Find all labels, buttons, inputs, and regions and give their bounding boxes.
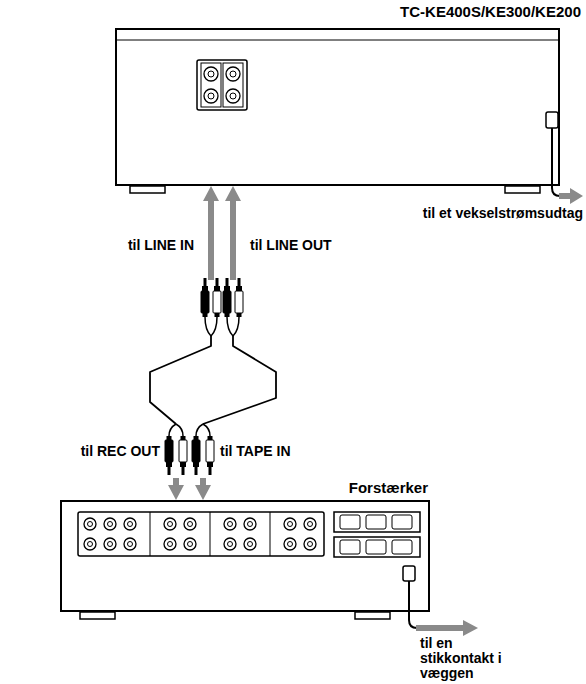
deck-rear-panel [117,40,560,196]
arrow-head [570,188,583,204]
lower-plugs [165,424,214,475]
arrow-head [168,485,184,500]
rca-plug [213,278,221,317]
jack-row [84,518,316,550]
jack-panel [78,512,324,556]
connection-label: til REC OUT [81,444,160,459]
audio-cable [203,336,276,424]
power-arrow [416,620,478,636]
terminal [392,515,412,529]
deck-foot [130,186,165,193]
jack-column [223,63,243,107]
rca-plug [165,436,173,475]
jack [208,93,214,99]
amp-foot [355,612,390,619]
arrow-shaft [559,193,571,199]
connection-label: til LINE OUT [250,238,332,253]
connection-label: til LINE IN [128,238,194,253]
deck-foot [505,186,540,193]
rca-plug [235,278,243,317]
terminal [340,515,360,529]
cable-split [205,317,217,336]
rca-plug [206,436,214,475]
audio-cable [150,336,211,424]
amp-foot [80,612,115,619]
arrow-shaft [200,478,206,486]
rca-plug [223,278,231,317]
amplifier: Forstærker [60,500,430,612]
node-heading: Forstærker [349,479,428,497]
cable-split [169,424,183,436]
power-arrow [559,188,583,204]
rca-plug [201,278,209,317]
jack-row [88,522,313,547]
arrow-head [195,485,211,500]
terminal [340,540,360,554]
power-socket [546,112,558,128]
arrow-shaft [208,200,214,280]
arrow-head [463,620,478,636]
terminal [366,515,386,529]
power-socket [403,566,415,581]
jack-panel [197,60,247,110]
power-cord [409,581,417,628]
connection-label: til et vekselstrømsudtag [423,206,583,221]
cassette-deck: TC-KE400S/KE300/KE200 [115,28,560,186]
connection-label: til en stikkontakt i væggen [420,636,520,681]
jack [230,93,236,99]
arrow-shaft [230,200,236,280]
jack [226,67,240,81]
jack [204,67,218,81]
jack [204,89,218,103]
jack [208,71,214,77]
upper-plugs [201,278,243,336]
connection-label: til TAPE IN [220,444,291,459]
cable-split [196,424,210,436]
arrow-head [225,186,241,201]
jack [226,89,240,103]
rca-plug [179,436,187,475]
jack-column [201,63,221,107]
cable-connector [150,186,219,500]
arrow-shaft [416,625,464,631]
speaker-terminals [334,537,420,557]
cable-split [227,317,239,336]
panel-divider [270,512,271,556]
jack [230,71,236,77]
arrow-shaft [173,478,179,486]
rca-plug [192,436,200,475]
arrow-head [203,186,219,201]
speaker-terminals [334,512,420,532]
panel-divider [150,512,151,556]
terminal [366,540,386,554]
deck-top-edge [117,40,558,41]
node-heading: TC-KE400S/KE300/KE200 [400,3,581,21]
terminal [392,540,412,554]
panel-divider [210,512,211,556]
